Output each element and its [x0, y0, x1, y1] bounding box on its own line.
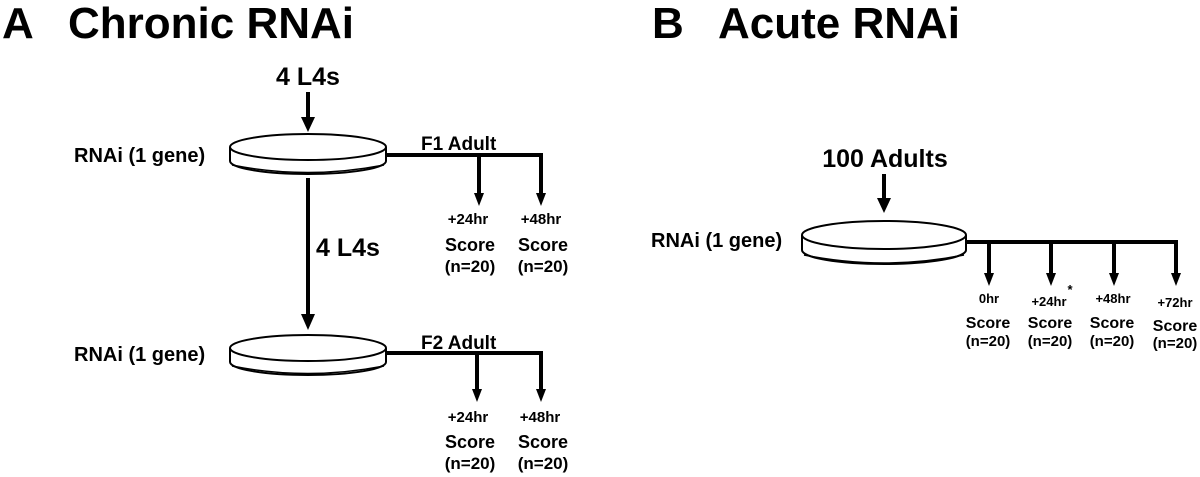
- branch-2-score-2: Score: [518, 432, 568, 452]
- acute-time-0: 0hr: [979, 291, 999, 306]
- acute-timepoint-3: +72hr Score (n=20): [1153, 295, 1198, 352]
- acute-timeline: [966, 240, 1181, 286]
- acute-time-1: +24hr: [1031, 294, 1066, 309]
- acute-input-arrowhead: [877, 198, 891, 213]
- panel-b-title: Acute RNAi: [718, 0, 960, 48]
- top-input-label: 4 L4s: [276, 63, 340, 91]
- branch-2-n-1: (n=20): [445, 454, 496, 473]
- panel-b: B Acute RNAi 100 Adults RNAi (1 gene): [651, 0, 1197, 352]
- branch-2-time-2: +48hr: [520, 409, 561, 426]
- acute-score-0: Score: [966, 315, 1011, 332]
- branch-2-generation: F2 Adult: [421, 333, 497, 354]
- top-input-arrowhead: [301, 117, 315, 132]
- acute-time-3: +72hr: [1157, 295, 1192, 310]
- plate-2: [229, 334, 387, 376]
- branch-1-score-1: Score: [445, 235, 495, 255]
- panel-a-letter: A: [2, 0, 34, 48]
- panel-b-letter: B: [652, 0, 684, 48]
- branch-1-generation: F1 Adult: [421, 134, 497, 155]
- acute-timepoint-1: +24hr * Score (n=20): [1028, 282, 1074, 350]
- acute-n-3: (n=20): [1153, 335, 1198, 352]
- branch-1-n-1: (n=20): [445, 257, 496, 276]
- acute-score-2: Score: [1090, 315, 1135, 332]
- panel-a: A Chronic RNAi 4 L4s RNAi (1 gene) 4 L4s…: [2, 0, 568, 473]
- transfer-input-label: 4 L4s: [316, 234, 380, 262]
- acute-n-0: (n=20): [966, 333, 1011, 350]
- acute-score-3: Score: [1153, 318, 1198, 335]
- branch-2: F2 Adult +24hr Score (n=20) +48hr Score …: [386, 333, 568, 473]
- branch-2-score-1: Score: [445, 432, 495, 452]
- acute-n-1: (n=20): [1028, 333, 1073, 350]
- branch-1-time-1: +24hr: [448, 211, 489, 228]
- plate-b-label: RNAi (1 gene): [651, 230, 782, 252]
- acute-n-2: (n=20): [1090, 333, 1135, 350]
- acute-input-label: 100 Adults: [822, 145, 948, 173]
- acute-asterisk: *: [1067, 282, 1073, 297]
- acute-timepoint-0: 0hr Score (n=20): [966, 291, 1011, 350]
- plate-1: [229, 133, 387, 175]
- plate-2-label: RNAi (1 gene): [74, 344, 205, 366]
- plate-1-label: RNAi (1 gene): [74, 145, 205, 167]
- plate-b: [801, 220, 967, 265]
- acute-timepoint-2: +48hr Score (n=20): [1090, 291, 1135, 350]
- branch-1-n-2: (n=20): [518, 257, 569, 276]
- branch-2-time-1: +24hr: [448, 409, 489, 426]
- transfer-arrowhead: [301, 314, 315, 330]
- acute-score-1: Score: [1028, 315, 1073, 332]
- panel-a-title: Chronic RNAi: [68, 0, 354, 48]
- acute-time-2: +48hr: [1095, 291, 1130, 306]
- branch-1: F1 Adult +24hr Score (n=20) +48hr Score …: [386, 134, 568, 276]
- branch-2-n-2: (n=20): [518, 454, 569, 473]
- branch-1-score-2: Score: [518, 235, 568, 255]
- branch-1-time-2: +48hr: [521, 211, 562, 228]
